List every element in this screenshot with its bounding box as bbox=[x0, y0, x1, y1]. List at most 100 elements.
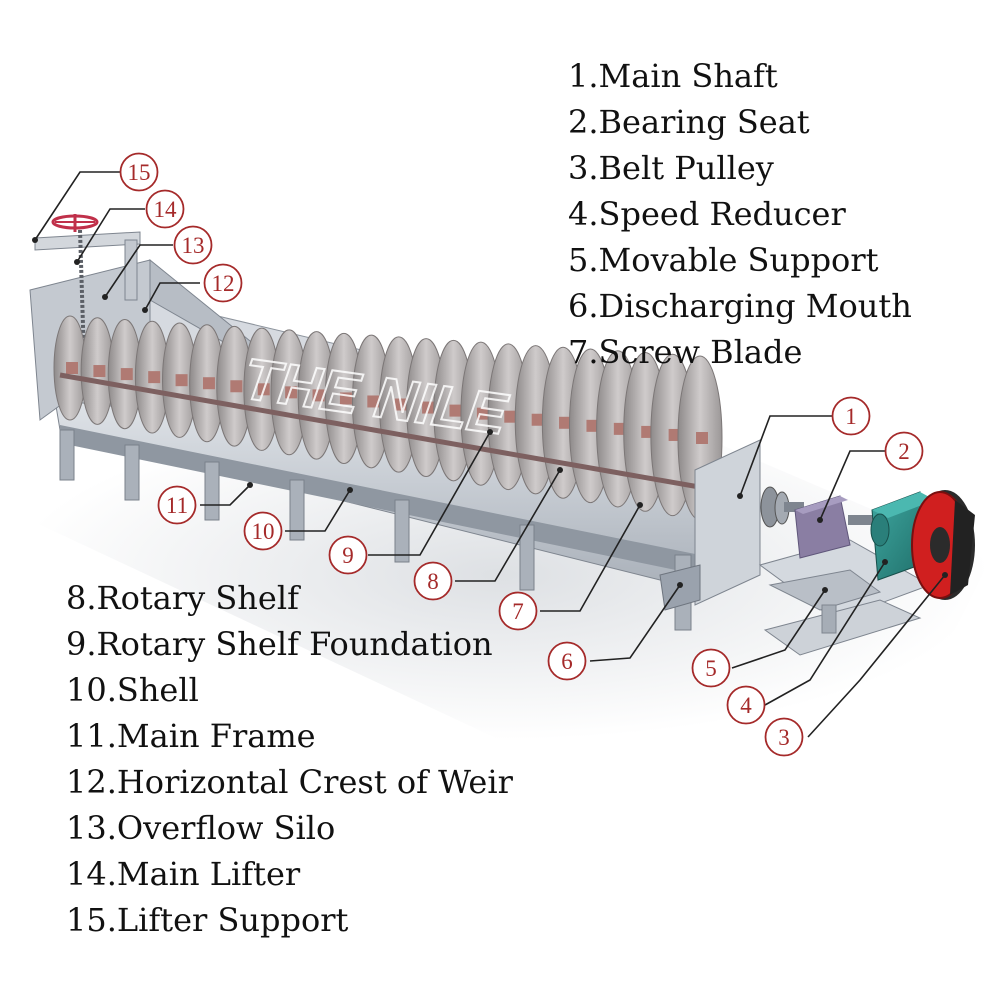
callout-number: 6 bbox=[561, 649, 573, 674]
legend-item-rotary-shelf: 8.Rotary Shelf bbox=[66, 579, 299, 617]
leader-14 bbox=[76, 208, 145, 263]
callout-number: 7 bbox=[512, 599, 524, 624]
callout-1: 1 bbox=[831, 396, 871, 436]
callout-12: 12 bbox=[203, 263, 243, 303]
callout-circle bbox=[157, 485, 197, 525]
blade-bolt-plate bbox=[339, 392, 352, 405]
callout-circle bbox=[243, 511, 283, 551]
blade-bolt-plate bbox=[531, 413, 544, 426]
leader-9 bbox=[368, 431, 491, 556]
blade-bolt-plate bbox=[148, 371, 161, 384]
blade-bolt-plate bbox=[449, 404, 462, 417]
blade-bolt-plate bbox=[230, 380, 243, 393]
leader-13 bbox=[104, 244, 173, 298]
callout-circle bbox=[203, 263, 243, 303]
callout-number: 5 bbox=[705, 656, 717, 681]
callout-circle bbox=[173, 225, 213, 265]
leader-1 bbox=[739, 415, 832, 497]
callout-9: 9 bbox=[328, 535, 368, 575]
leader-6 bbox=[589, 584, 681, 662]
callout-circle bbox=[498, 591, 538, 631]
callout-circle bbox=[145, 189, 185, 229]
callout-number: 1 bbox=[845, 404, 857, 429]
legend-left: 8.Rotary Shelf 9.Rotary Shelf Foundation… bbox=[66, 575, 513, 943]
blade-bolt-plate bbox=[175, 374, 188, 387]
leader-15 bbox=[34, 171, 120, 241]
callout-number: 10 bbox=[252, 519, 275, 544]
blade-bolt-plate bbox=[66, 362, 78, 374]
leader-5 bbox=[731, 589, 826, 669]
callout-circle bbox=[413, 561, 453, 601]
blade-bolt-plate bbox=[285, 386, 298, 399]
callout-13: 13 bbox=[173, 225, 213, 265]
main-shaft bbox=[59, 372, 746, 498]
legend-item-movable-support: 5.Movable Support bbox=[568, 241, 879, 279]
leader-4 bbox=[764, 561, 886, 706]
callout-number: 12 bbox=[212, 271, 235, 296]
legend-item-screw-blade: 7.Screw Blade bbox=[568, 333, 803, 371]
legend-item-lifter-support: 15.Lifter Support bbox=[66, 901, 349, 939]
legend-item-speed-reducer: 4.Speed Reducer bbox=[568, 195, 846, 233]
callout-circle bbox=[119, 152, 159, 192]
blade-bolt-plate bbox=[394, 398, 407, 411]
shaft-extension bbox=[848, 515, 878, 525]
callout-14: 14 bbox=[145, 189, 185, 229]
handwheel-icon bbox=[51, 214, 99, 232]
legend-item-bearing-seat: 2.Bearing Seat bbox=[568, 103, 810, 141]
legend-item-rotary-shelf-foundation: 9.Rotary Shelf Foundation bbox=[66, 625, 493, 663]
blade-bolt-plate bbox=[93, 365, 106, 378]
legend-item-overflow-silo: 13.Overflow Silo bbox=[66, 809, 336, 847]
callout-number: 13 bbox=[182, 233, 205, 258]
callout-circle bbox=[328, 535, 368, 575]
callout-15: 15 bbox=[119, 152, 159, 192]
blade-bolt-plate bbox=[696, 432, 708, 444]
callout-3: 3 bbox=[764, 717, 804, 757]
main-frame-rail bbox=[60, 425, 700, 575]
callout-number: 4 bbox=[740, 693, 752, 718]
callout-7: 7 bbox=[498, 591, 538, 631]
blade-bolt-plate bbox=[559, 416, 572, 429]
bearing-seat bbox=[794, 495, 851, 559]
callout-number: 15 bbox=[128, 160, 151, 185]
blade-bolt-plate bbox=[613, 422, 626, 435]
blade-bolt-plate bbox=[641, 425, 654, 438]
legend-right: 1.Main Shaft 2.Bearing Seat 3.Belt Pulle… bbox=[568, 53, 912, 375]
callout-10: 10 bbox=[243, 511, 283, 551]
belt-pulley bbox=[911, 490, 975, 600]
legend-item-horizontal-crest-of-weir: 12.Horizontal Crest of Weir bbox=[66, 763, 513, 801]
blade-bolt-plate bbox=[367, 395, 380, 408]
leader-10 bbox=[285, 489, 351, 532]
blade-bolt-plate bbox=[120, 368, 133, 381]
blade-bolt-plate bbox=[476, 407, 489, 420]
callout-number: 9 bbox=[342, 543, 354, 568]
callout-6: 6 bbox=[547, 641, 587, 681]
legend-item-main-shaft: 1.Main Shaft bbox=[568, 57, 778, 95]
callout-circle bbox=[831, 396, 871, 436]
legend-item-belt-pulley: 3.Belt Pulley bbox=[568, 149, 774, 187]
callout-number: 8 bbox=[427, 569, 439, 594]
callout-5: 5 bbox=[691, 648, 731, 688]
legend-item-shell: 10.Shell bbox=[66, 671, 199, 709]
blade-bolt-plate bbox=[202, 377, 215, 390]
blade-bolt-plate bbox=[257, 383, 270, 396]
leader-2 bbox=[819, 450, 885, 521]
end-housing bbox=[694, 439, 761, 606]
callout-circle bbox=[547, 641, 587, 681]
callout-circle bbox=[884, 431, 924, 471]
callout-11: 11 bbox=[157, 485, 197, 525]
leader-8 bbox=[455, 469, 561, 582]
blade-bolt-plate bbox=[586, 419, 599, 432]
legend-item-discharging-mouth: 6.Discharging Mouth bbox=[568, 287, 912, 325]
lifter-post bbox=[124, 239, 138, 301]
callout-circle bbox=[764, 717, 804, 757]
callout-number: 3 bbox=[778, 725, 790, 750]
callout-number: 14 bbox=[154, 197, 178, 222]
legend-item-main-lifter: 14.Main Lifter bbox=[66, 855, 301, 893]
callout-circle bbox=[691, 648, 731, 688]
lifter-support bbox=[34, 231, 141, 251]
callout-leaders bbox=[32, 171, 948, 738]
coupling bbox=[760, 486, 804, 528]
leader-7 bbox=[540, 504, 641, 612]
